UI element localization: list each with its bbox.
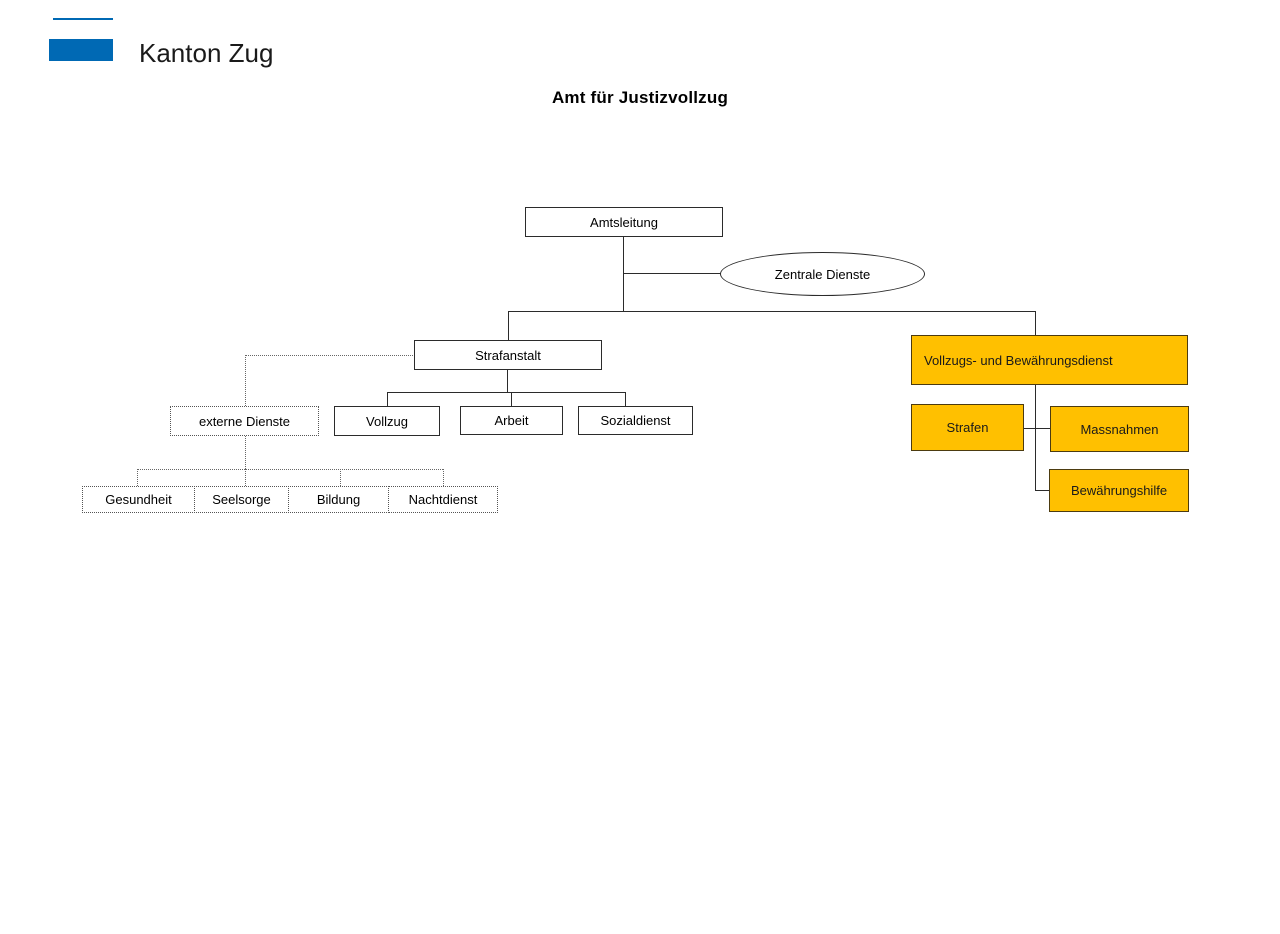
node-bewaehrungshilfe-label: Bewährungshilfe (1070, 483, 1168, 498)
connector-amtsleitung-zentrale-dienste (623, 273, 721, 274)
connector-to-seelsorge (245, 469, 246, 486)
connector-to-strafen (1023, 428, 1036, 429)
node-gesundheit[interactable]: Gesundheit (82, 486, 195, 513)
node-vollzugs-und-bewaehrungsdienst-label: Vollzugs- und Bewährungsdienst (924, 352, 1113, 368)
connector-strafanstalt-stem (507, 370, 508, 392)
connector-to-arbeit (511, 392, 512, 407)
node-strafen-label: Strafen (946, 420, 989, 435)
node-bildung-label: Bildung (316, 492, 361, 507)
node-vollzug-label: Vollzug (366, 413, 408, 429)
connector-externe-dienste-stem (245, 436, 246, 469)
connector-main-bus (508, 311, 1036, 312)
connector-to-vollzug (387, 392, 388, 407)
connector-strafanstalt-externe-dienste-v (245, 355, 246, 406)
node-strafanstalt[interactable]: Strafanstalt (414, 340, 602, 370)
connector-externe-dienste-bus (137, 469, 443, 470)
connector-to-bildung (340, 469, 341, 486)
connector-strafanstalt-bus (387, 392, 625, 393)
node-nachtdienst[interactable]: Nachtdienst (388, 486, 498, 513)
connector-to-massnahmen (1035, 428, 1051, 429)
node-seelsorge[interactable]: Seelsorge (194, 486, 289, 513)
node-sozialdienst[interactable]: Sozialdienst (578, 406, 693, 435)
node-externe-dienste-label: externe Dienste (198, 413, 291, 429)
connector-to-sozialdienst (625, 392, 626, 407)
connector-bus-to-vollzugsdienst (1035, 311, 1036, 335)
connector-to-bewaehrungshilfe (1035, 490, 1050, 491)
connector-amtsleitung-trunk (623, 237, 624, 311)
node-zentrale-dienste-label: Zentrale Dienste (774, 266, 871, 282)
node-amtsleitung[interactable]: Amtsleitung (525, 207, 723, 237)
node-arbeit[interactable]: Arbeit (460, 406, 563, 435)
connector-to-nachtdienst (443, 469, 444, 486)
node-seelsorge-label: Seelsorge (212, 492, 271, 507)
node-vollzug[interactable]: Vollzug (334, 406, 440, 436)
node-bildung[interactable]: Bildung (288, 486, 389, 513)
logo-block (49, 39, 113, 61)
node-externe-dienste[interactable]: externe Dienste (170, 406, 319, 436)
node-bewaehrungshilfe[interactable]: Bewährungshilfe (1049, 469, 1189, 512)
node-zentrale-dienste[interactable]: Zentrale Dienste (720, 252, 925, 296)
node-nachtdienst-label: Nachtdienst (408, 492, 478, 507)
kanton-zug-logo-icon (49, 18, 113, 68)
node-massnahmen[interactable]: Massnahmen (1050, 406, 1189, 452)
node-amtsleitung-label: Amtsleitung (590, 214, 658, 230)
node-gesundheit-label: Gesundheit (105, 492, 172, 507)
connector-vollzugsdienst-stem (1035, 385, 1036, 490)
node-strafen[interactable]: Strafen (911, 404, 1024, 451)
node-vollzugs-und-bewaehrungsdienst[interactable]: Vollzugs- und Bewährungsdienst (911, 335, 1188, 385)
brand-name: Kanton Zug (139, 38, 274, 68)
connector-bus-to-strafanstalt (508, 311, 509, 343)
page-title-text: Amt für Justizvollzug (551, 88, 729, 107)
node-massnahmen-label: Massnahmen (1080, 421, 1159, 437)
logo-rule (53, 18, 113, 20)
connector-to-gesundheit (137, 469, 138, 486)
connector-strafanstalt-externe-dienste-h (245, 355, 415, 356)
node-strafanstalt-label: Strafanstalt (475, 347, 541, 363)
node-arbeit-label: Arbeit (494, 413, 529, 428)
node-sozialdienst-label: Sozialdienst (600, 413, 671, 428)
page-title: Amt für Justizvollzug (0, 88, 1280, 108)
